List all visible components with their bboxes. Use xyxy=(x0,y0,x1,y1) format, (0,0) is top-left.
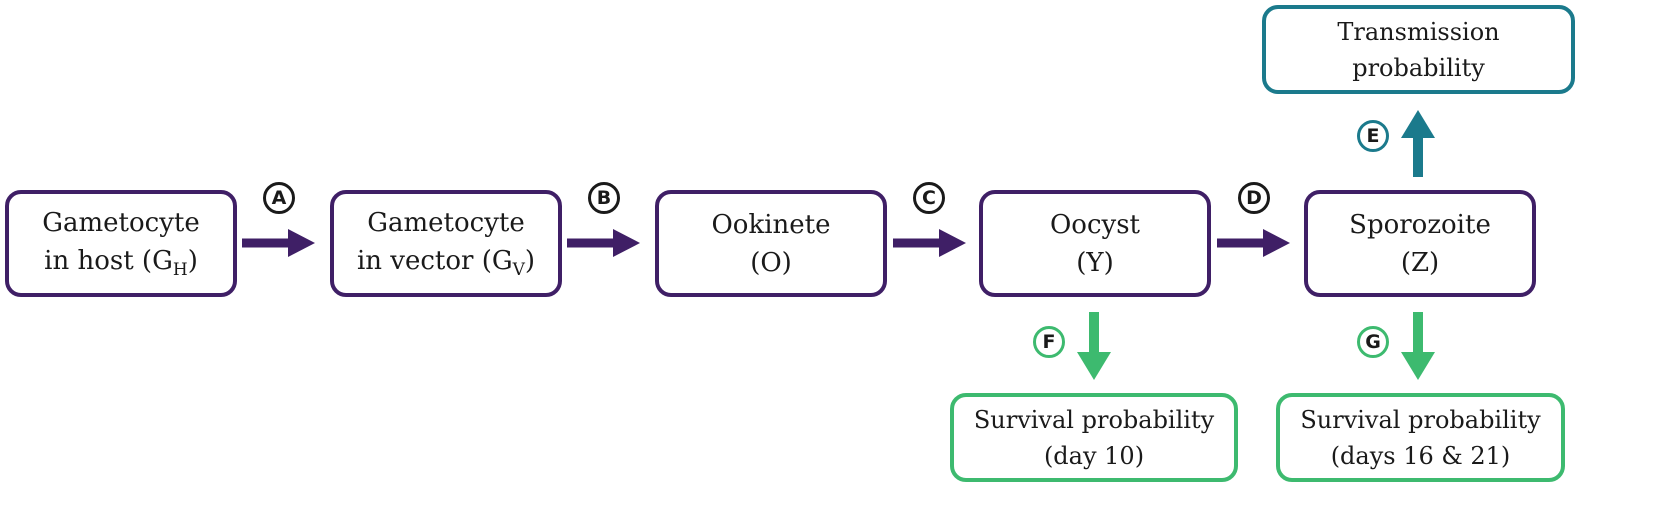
node-gametocyte-host: Gametocyte in host (GH) xyxy=(5,190,237,297)
arrow-a xyxy=(242,229,315,257)
step-label-d: D xyxy=(1238,182,1270,214)
node-survival-sporozoite: Survival probability (days 16 & 21) xyxy=(1276,393,1565,482)
node-sporozoite-line2: (Z) xyxy=(1400,247,1440,278)
step-label-g: G xyxy=(1357,326,1389,358)
node-sporozoite-line1: Sporozoite xyxy=(1349,209,1491,240)
step-label-a: A xyxy=(263,182,295,214)
node-survival-oocyst-line1: Survival probability xyxy=(973,405,1215,434)
node-survival-sporozoite-line1: Survival probability xyxy=(1300,405,1541,434)
node-transmission-line2: probability xyxy=(1352,53,1485,82)
node-gametocyte-vector-line1: Gametocyte xyxy=(367,208,525,238)
node-oocyst-line1: Oocyst xyxy=(1049,209,1140,240)
arrow-c xyxy=(893,229,966,257)
node-gametocyte-vector: Gametocyte in vector (GV) xyxy=(330,190,562,297)
arrow-e xyxy=(1401,110,1435,177)
step-label-f: F xyxy=(1033,326,1065,358)
node-oocyst-line2: (Y) xyxy=(1076,247,1114,278)
arrow-d xyxy=(1217,229,1290,257)
step-label-c: C xyxy=(913,182,945,214)
arrow-g xyxy=(1401,312,1435,380)
node-sporozoite: Sporozoite (Z) xyxy=(1304,190,1536,297)
node-ookinete-line1: Ookinete xyxy=(711,209,831,240)
arrow-f xyxy=(1077,312,1111,380)
step-label-b: B xyxy=(588,182,620,214)
node-gametocyte-vector-line2: in vector (GV) xyxy=(356,246,536,280)
node-transmission-probability: Transmission probability xyxy=(1262,5,1575,94)
node-gametocyte-host-line2: in host (GH) xyxy=(44,246,198,280)
node-transmission-line1: Transmission xyxy=(1337,17,1500,46)
node-survival-oocyst-line2: (day 10) xyxy=(1043,441,1145,470)
node-gametocyte-host-line1: Gametocyte xyxy=(42,208,200,238)
arrow-b xyxy=(567,229,640,257)
node-ookinete-line2: (O) xyxy=(750,247,792,278)
node-survival-sporozoite-line2: (days 16 & 21) xyxy=(1330,441,1511,470)
node-oocyst: Oocyst (Y) xyxy=(979,190,1211,297)
node-ookinete: Ookinete (O) xyxy=(655,190,887,297)
step-label-e: E xyxy=(1357,120,1389,152)
node-survival-oocyst: Survival probability (day 10) xyxy=(950,393,1238,482)
